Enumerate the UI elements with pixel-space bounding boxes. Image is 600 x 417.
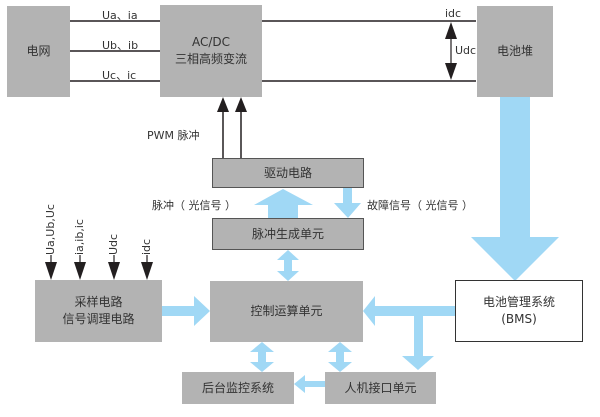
- fault-optical-label: 故障信号（ 光信号 ）: [367, 199, 473, 212]
- drive-circuit-block: 驱动电路: [212, 158, 364, 188]
- pwm-arrow-2: [235, 97, 247, 158]
- pulse-generator-block: 脉冲生成单元: [212, 218, 364, 250]
- phase-a-label: Ua、ia: [102, 9, 138, 22]
- pulse-optical-label: 脉冲（ 光信号 ）: [152, 199, 236, 212]
- input-idc-label: idc: [140, 238, 153, 255]
- battery-stack-block: 电池堆: [477, 6, 553, 97]
- drive-circuit-label: 驱动电路: [263, 165, 312, 180]
- control-unit-block: 控制运算单元: [210, 281, 363, 342]
- pulse-up-arrow: [254, 189, 313, 218]
- battery-stack-label: 电池堆: [496, 44, 533, 58]
- bms-label-line2: (BMS): [501, 312, 537, 326]
- acdc-label-line2: 三相高频变流: [174, 52, 247, 66]
- input-uabc-label: Ua,Ub,Uc: [44, 204, 57, 255]
- bms-to-control-arrow: [363, 296, 455, 326]
- sampling-label-line2: 信号调理电路: [62, 312, 135, 326]
- idc-label: idc: [445, 7, 462, 20]
- battery-to-bms-arrow: [471, 97, 559, 281]
- control-unit-label: 控制运算单元: [250, 304, 323, 318]
- grid-block: 电网: [7, 6, 70, 97]
- acdc-converter-block: AC/DC 三相高频变流: [160, 5, 262, 97]
- udc-double-arrow: [445, 22, 457, 80]
- control-hmi-arrow: [328, 342, 352, 372]
- input-iabc-label: ia,ib,ic: [73, 219, 86, 255]
- grid-label: 电网: [26, 44, 51, 58]
- pwm-arrow-1: [217, 97, 229, 158]
- fault-down-arrow: [334, 188, 361, 218]
- hmi-to-monitor-arrow: [294, 375, 325, 393]
- input-arrow-udc: [108, 255, 120, 280]
- phase-c-label: Uc、ic: [102, 69, 137, 82]
- bms-block: 电池管理系统 (BMS): [455, 280, 583, 342]
- hmi-label: 人机接口单元: [344, 380, 417, 395]
- bms-label-line1: 电池管理系统: [482, 295, 555, 309]
- monitor-system-block: 后台监控系统: [182, 372, 294, 404]
- hmi-block: 人机接口单元: [325, 372, 436, 404]
- pulse-generator-label: 脉冲生成单元: [251, 226, 324, 241]
- control-monitor-arrow: [250, 342, 274, 372]
- input-arrow-iabc: [74, 255, 86, 280]
- sampling-circuit-block: 采样电路 信号调理电路: [35, 280, 162, 342]
- input-arrow-idc: [141, 255, 153, 280]
- input-udc-label: Udc: [107, 233, 120, 255]
- pulsegen-control-arrow: [277, 250, 299, 281]
- acdc-label-line1: AC/DC: [191, 35, 231, 49]
- pwm-label: PWM 脉冲: [147, 129, 200, 142]
- udc-label: Udc: [455, 44, 477, 57]
- bms-to-hmi-arrow: [402, 316, 434, 370]
- input-arrow-uabc: [45, 255, 57, 280]
- sampling-to-control-arrow: [162, 296, 210, 326]
- monitor-system-label: 后台监控系统: [201, 380, 274, 395]
- phase-b-label: Ub、ib: [102, 39, 139, 52]
- sampling-label-line1: 采样电路: [74, 295, 123, 309]
